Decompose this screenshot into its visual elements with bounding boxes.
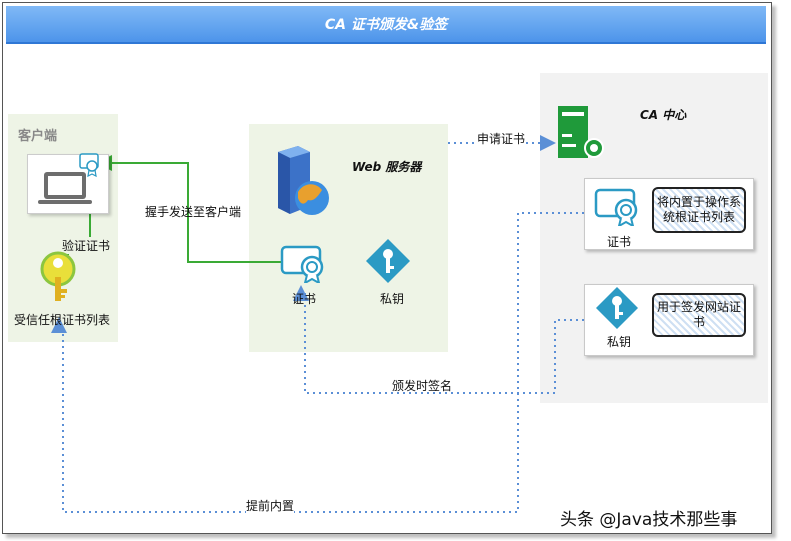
ca-key-label: 私钥 — [607, 335, 632, 349]
ca-cert-note: 将内置于操作系统根证书列表 — [652, 187, 746, 233]
server-zone-label: Web 服务器 — [352, 160, 422, 174]
edge-label-sign: 颁发时签名 — [392, 379, 453, 393]
server-key-label: 私钥 — [380, 292, 405, 306]
edge-handshake — [96, 155, 285, 263]
web-server-icon — [278, 146, 329, 215]
ca-server-icon — [558, 106, 604, 158]
ca-zone-label: CA 中心 — [640, 108, 687, 122]
client-zone-label: 客户端 — [18, 129, 58, 144]
golden-key-icon — [40, 251, 76, 301]
client-certificate-icon — [79, 153, 99, 178]
laptop-icon — [38, 172, 92, 204]
page-title: CA 证书颁发&验签 — [6, 6, 766, 44]
trusted-list-label: 受信任根证书列表 — [14, 313, 111, 327]
server-certificate-icon — [280, 245, 324, 283]
ca-certificate-icon — [594, 188, 638, 226]
verify-label: 验证证书 — [62, 237, 111, 254]
edge-label-apply-cert: 申请证书 — [477, 130, 526, 147]
edge-label-preinstall: 提前内置 — [246, 497, 295, 514]
ca-private-key-icon — [596, 287, 638, 329]
watermark: 头条 @Java技术那些事 — [560, 510, 738, 530]
client-zone — [8, 114, 118, 342]
ca-key-note: 用于签发网站证书 — [652, 293, 746, 337]
edge-sign — [293, 285, 584, 394]
edge-label-handshake: 握手发送至客户端 — [145, 205, 242, 219]
ca-cert-label: 证书 — [607, 235, 632, 249]
server-private-key-icon — [366, 239, 410, 283]
server-cert-label: 证书 — [292, 292, 317, 306]
edge-preinstall — [51, 212, 584, 513]
